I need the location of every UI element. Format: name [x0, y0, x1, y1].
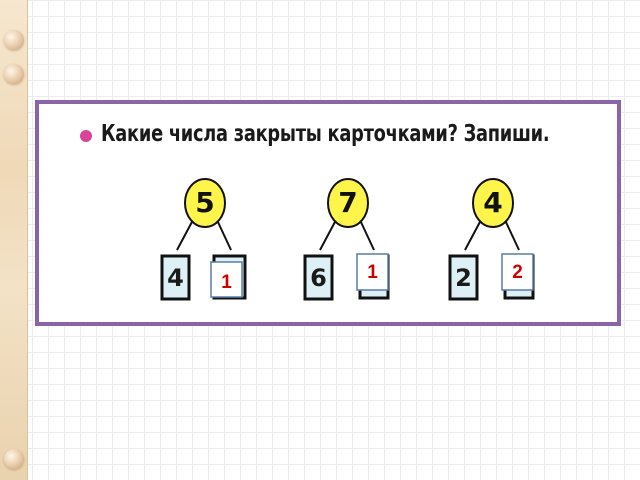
task-instruction: Какие числа закрыты карточками? Запиши.: [101, 121, 550, 147]
decomposition-diagram: [160, 178, 247, 301]
part-box: [303, 254, 334, 301]
part-box: [448, 254, 479, 301]
cover-card: [210, 261, 243, 298]
known-part-number: 4: [167, 264, 184, 292]
part-box: [160, 254, 191, 301]
whole-number-circle: [472, 178, 514, 228]
whole-number: 5: [195, 186, 215, 219]
decomposition-diagram: [303, 178, 390, 301]
decorative-side-strip: [0, 0, 28, 480]
decomposition-diagram: [448, 178, 535, 301]
known-part-number: 2: [455, 264, 472, 292]
cover-card: [356, 253, 389, 291]
whole-number-circle: [184, 178, 226, 228]
number-decomposition-3: 4 2 2: [447, 104, 577, 330]
whole-number: 4: [483, 186, 503, 219]
exercise-card: Какие числа закрыты карточками? Запиши. …: [35, 100, 621, 326]
number-decomposition-1: 5 4 1: [159, 104, 289, 330]
pearl-decoration: [4, 30, 24, 50]
number-decomposition-2: 7 6 1: [302, 104, 432, 330]
card-number: 1: [367, 262, 378, 283]
known-part-number: 6: [310, 264, 327, 292]
card-number: 1: [221, 272, 232, 293]
bullet-icon: [80, 130, 92, 142]
card-number: 2: [512, 262, 523, 283]
pearl-decoration: [4, 449, 24, 469]
pearl-decoration: [4, 64, 24, 84]
whole-number-circle: [327, 178, 369, 228]
whole-number: 7: [338, 186, 358, 219]
cover-card: [501, 253, 534, 291]
